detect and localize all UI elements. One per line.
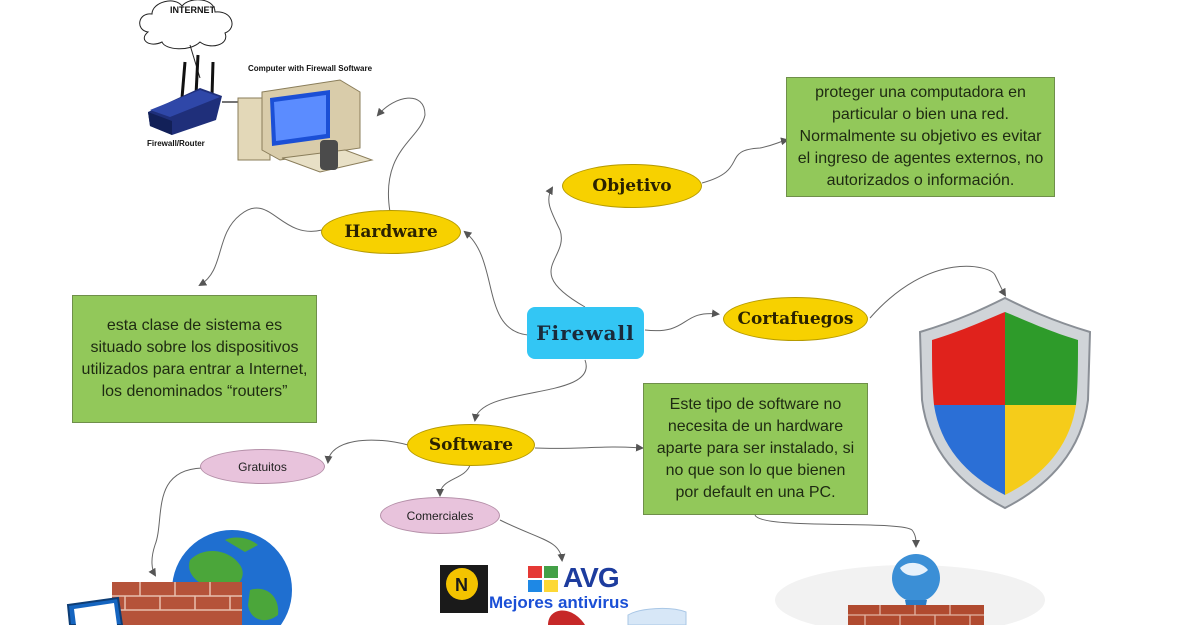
connector-firewall-cortafuegos (644, 309, 720, 332)
avg-logo-icon (528, 566, 558, 592)
connector-objetivo-text (701, 137, 789, 184)
norton-logo-icon: N (440, 565, 488, 613)
connector-firewall-hardware (463, 230, 529, 336)
branch-software[interactable]: Software (407, 424, 535, 466)
computer-icon (237, 79, 374, 173)
network-firewall-icon (775, 554, 1045, 625)
central-node-firewall[interactable]: Firewall (527, 307, 644, 359)
router-icon (148, 54, 252, 135)
mcafee-logo-icon (548, 610, 585, 625)
branch-hardware[interactable]: Hardware (321, 210, 461, 254)
connector-cortafuegos-shield (869, 265, 1007, 319)
branch-gratuitos[interactable]: Gratuitos (200, 449, 325, 484)
avg-label: AVG (563, 562, 620, 593)
connector-firewall-objetivo (545, 186, 586, 308)
connector-firewall-software (471, 359, 587, 422)
laptop-icon (66, 596, 124, 625)
software-description: Este tipo de software no necesita de un … (643, 383, 868, 515)
connector-hardware-text (198, 207, 323, 287)
connector-software-comerciales (436, 464, 471, 497)
connector-software-gratuitos (324, 439, 409, 464)
connector-gratuitos-image (148, 467, 203, 577)
connector-software-text (534, 443, 644, 452)
branch-comerciales[interactable]: Comerciales (380, 497, 500, 534)
internet-label: INTERNET (170, 5, 215, 15)
antivirus-label: Mejores antivirus (489, 593, 629, 612)
shield-icon (918, 296, 1092, 510)
connector-hardware-image (376, 97, 426, 213)
branch-objetivo[interactable]: Objetivo (562, 164, 702, 208)
computer-label: Computer with Firewall Software (248, 64, 373, 73)
objetivo-description: proteger una computadora en particular o… (786, 77, 1055, 197)
connector-softwaretext-image (754, 514, 920, 548)
branch-cortafuegos[interactable]: Cortafuegos (723, 297, 868, 341)
connector-comerciales-image (499, 519, 566, 562)
shield-logo-icon (627, 607, 687, 625)
brick-wall-icon (112, 582, 242, 625)
svg-text:N: N (455, 575, 468, 595)
router-label: Firewall/Router (147, 139, 205, 148)
hardware-description: esta clase de sistema es situado sobre l… (72, 295, 317, 423)
